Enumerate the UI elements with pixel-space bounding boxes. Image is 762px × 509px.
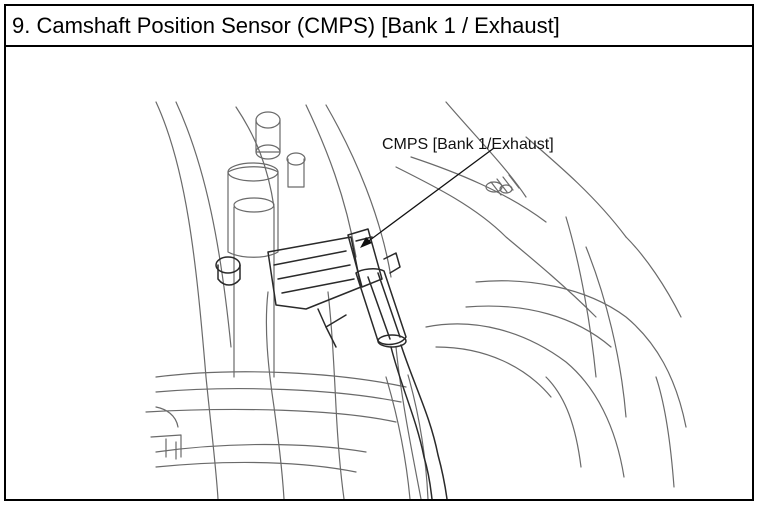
engine-illustration: CMPS [Bank 1/Exhaust]: [6, 47, 752, 499]
engine-background-lines: [145, 101, 687, 499]
engine-line-drawing: CMPS [Bank 1/Exhaust]: [145, 101, 687, 499]
callout-leader: [360, 147, 495, 248]
title-bar: 9. Camshaft Position Sensor (CMPS) [Bank…: [6, 6, 752, 47]
figure-title: 9. Camshaft Position Sensor (CMPS) [Bank…: [12, 12, 560, 38]
figure-frame: 9. Camshaft Position Sensor (CMPS) [Bank…: [4, 4, 754, 501]
cmps-callout-label: CMPS [Bank 1/Exhaust]: [382, 136, 554, 153]
cmps-sensor-assembly: [215, 228, 448, 499]
